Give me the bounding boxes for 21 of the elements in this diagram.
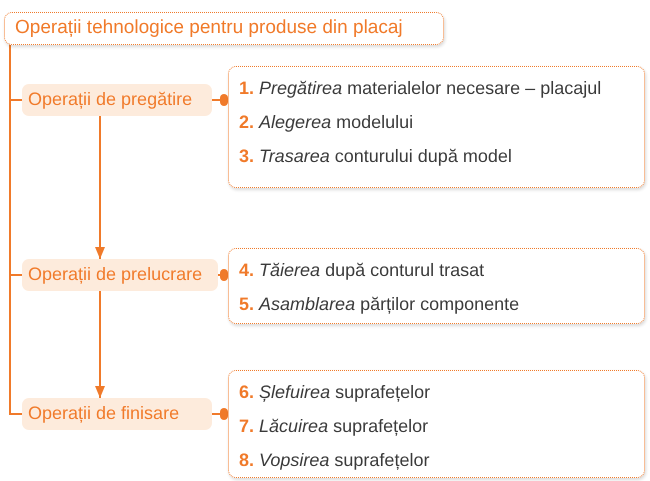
list-box xyxy=(228,370,645,478)
list-box xyxy=(228,248,645,324)
connector-line xyxy=(218,269,228,281)
arrow xyxy=(95,116,105,259)
list-box xyxy=(228,66,645,188)
list-item: 3. Trasarea conturului după model xyxy=(239,145,513,168)
title-box: Operații tehnologice pentru produse din placaj xyxy=(4,12,444,45)
category-box: Operații de prelucrare xyxy=(22,259,218,291)
category-box: Operații de pregătire xyxy=(22,84,212,116)
connector-line xyxy=(9,45,22,415)
connector-line xyxy=(212,408,228,420)
list-item: 1. Pregătirea materialelor necesare – placajul xyxy=(239,77,602,100)
list-item: 7. Lăcuirea suprafețelor xyxy=(239,415,430,438)
connector-line xyxy=(212,94,228,106)
arrow xyxy=(95,291,105,398)
list-item: 6. Șlefuirea suprafețelor xyxy=(239,381,432,404)
list-item: 8. Vopsirea suprafețelor xyxy=(239,449,430,472)
category-box: Operații de finisare xyxy=(22,398,212,430)
list-item: 2. Alegerea modelului xyxy=(239,111,414,134)
list-item: 4. Tăierea după conturul trasat xyxy=(239,259,486,282)
list-item: 5. Asamblarea părților componente xyxy=(239,293,520,316)
